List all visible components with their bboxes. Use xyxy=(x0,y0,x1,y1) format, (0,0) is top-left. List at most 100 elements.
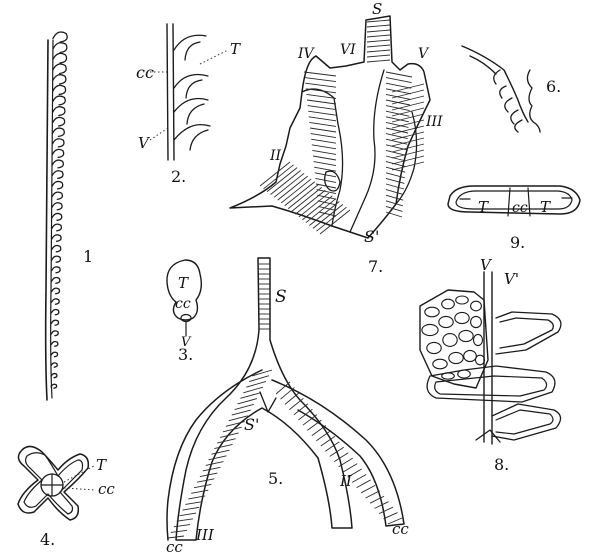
hatch-line xyxy=(312,150,336,154)
theca xyxy=(52,299,60,304)
theca xyxy=(51,310,58,315)
hatch-line xyxy=(206,462,224,466)
hatch-line xyxy=(386,89,411,94)
figure-7-label-ii: II xyxy=(269,148,282,164)
hatch-line xyxy=(386,111,409,116)
hatch-line xyxy=(182,507,199,510)
mesh-cell xyxy=(471,301,482,311)
figure-8: V V' 8. xyxy=(420,256,561,474)
hatch-line xyxy=(311,139,336,143)
mesh-cell xyxy=(443,334,457,347)
figure-7-label-vi: VI xyxy=(340,42,356,58)
figure-6: 6. xyxy=(462,46,561,132)
figure-7-label-iv: IV xyxy=(297,46,316,62)
hatch-line xyxy=(318,201,336,205)
figure-7-number: 7. xyxy=(368,257,383,276)
hatch-line xyxy=(304,72,336,76)
figure-3-label-t: T xyxy=(178,274,189,292)
hatch-line xyxy=(240,393,259,398)
figure-9-label-cc: cc xyxy=(512,200,528,216)
hatch-line xyxy=(226,422,245,427)
figure-2-label-v: V xyxy=(138,134,151,152)
theca xyxy=(52,213,62,220)
mesh-cell xyxy=(442,299,455,309)
figure-7-label-s-prime: S' xyxy=(364,227,379,246)
hatch-line xyxy=(367,60,390,62)
hatch-line xyxy=(177,519,193,521)
figure-5-number: 5. xyxy=(268,469,283,488)
hatch-line xyxy=(211,450,229,454)
hatch-line xyxy=(367,35,390,37)
figure-7-label-v: V xyxy=(418,46,430,62)
hatch-line xyxy=(276,382,290,394)
theca xyxy=(52,267,60,273)
hatch-line xyxy=(309,117,336,121)
hatch-line xyxy=(235,404,254,409)
figure-3: T cc V 3. xyxy=(167,260,201,364)
figure-6-number: 6. xyxy=(546,77,561,96)
figure-4-label-t: T xyxy=(96,456,107,474)
theca xyxy=(52,203,62,210)
theca xyxy=(53,85,66,94)
hatch-line xyxy=(314,167,336,171)
mesh-cell xyxy=(456,296,469,304)
hatch-line xyxy=(171,530,187,532)
hatch-line xyxy=(280,387,294,399)
hatch-line xyxy=(386,173,405,178)
mesh-cell xyxy=(433,359,447,369)
figure-1: 1 xyxy=(46,32,94,400)
figure-2-number: 2. xyxy=(171,167,186,186)
figure-7-label-iii: III xyxy=(425,114,443,130)
hatch-line xyxy=(384,513,398,519)
figure-4-number: 4. xyxy=(40,530,55,549)
theca xyxy=(53,75,66,84)
hatch-line xyxy=(306,89,336,93)
hatch-line xyxy=(367,55,390,57)
figure-5-label-ii: II xyxy=(339,472,353,490)
theca xyxy=(51,374,57,378)
hatch-line xyxy=(180,513,197,516)
hatch-line xyxy=(343,464,357,472)
figure-5-label-s-prime: S' xyxy=(244,415,259,434)
mesh-cell xyxy=(459,330,473,341)
hatch-line xyxy=(307,100,336,104)
hatch-line xyxy=(386,78,412,83)
figure-9-number: 9. xyxy=(510,233,525,252)
mesh-cell xyxy=(449,352,463,363)
hatch-line xyxy=(367,30,390,32)
theca xyxy=(52,139,64,147)
hatch-line xyxy=(386,134,408,139)
figure-2-label-cc: cc xyxy=(136,63,154,82)
hatch-line xyxy=(367,45,390,47)
hatch-line xyxy=(307,420,321,430)
theca xyxy=(52,171,63,179)
figure-1-number: 1 xyxy=(83,247,93,266)
theca xyxy=(53,64,66,73)
figure-8-label-v: V xyxy=(480,256,493,274)
theca xyxy=(52,224,62,231)
hatch-line xyxy=(330,447,344,456)
hatch-line xyxy=(386,178,404,183)
hatch-line xyxy=(310,128,336,132)
hatch-line xyxy=(366,491,380,498)
figure-8-number: 8. xyxy=(494,455,509,474)
theca xyxy=(52,245,61,251)
hatch-line xyxy=(312,145,336,149)
hatch-line xyxy=(367,50,390,52)
mesh-cell xyxy=(471,316,482,327)
hatch-line xyxy=(285,393,299,405)
figure-2: cc T V 2. xyxy=(136,24,241,186)
mesh-cell xyxy=(455,312,469,323)
hatch-line xyxy=(238,399,257,404)
figure-4: T cc 4. xyxy=(18,446,115,549)
hatch-line xyxy=(209,456,227,460)
hatch-line xyxy=(367,25,390,27)
hatch-line xyxy=(357,480,371,488)
theca xyxy=(51,342,58,347)
hatch-line xyxy=(352,474,366,482)
figure-1-thecae xyxy=(51,32,67,388)
theca xyxy=(51,352,57,357)
hatch-line xyxy=(309,122,336,126)
hatch-line xyxy=(305,78,336,82)
